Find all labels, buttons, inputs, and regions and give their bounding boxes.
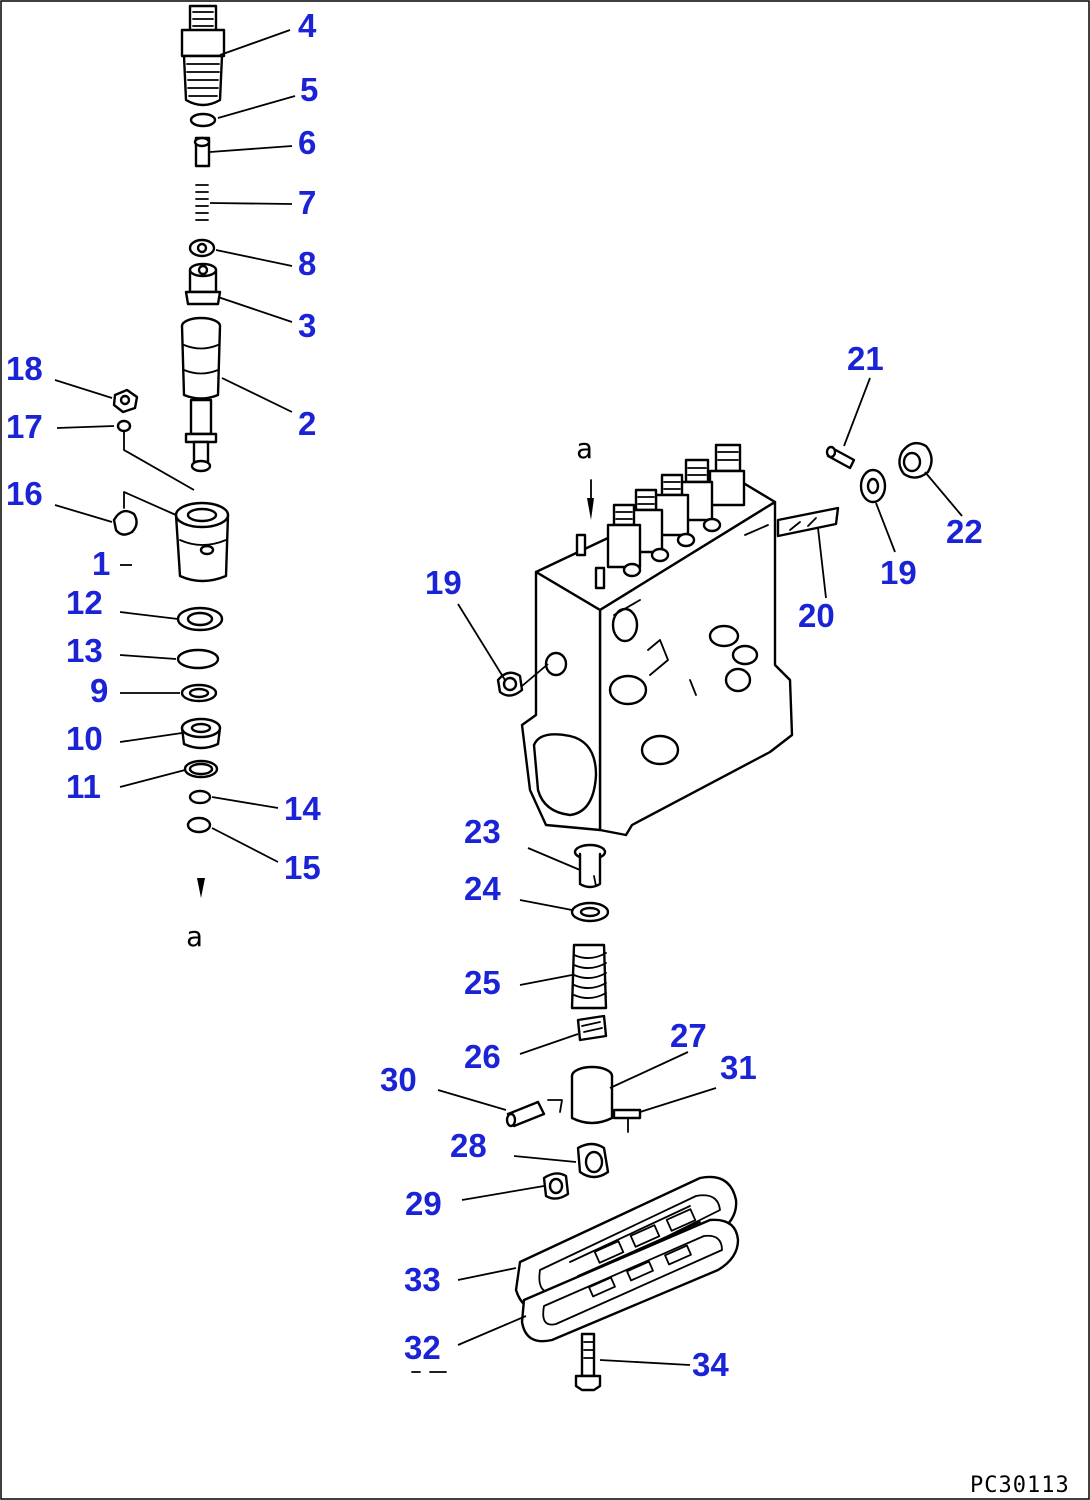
part-6-valve-stopper: [193, 136, 211, 168]
part-1-flange: [174, 501, 230, 583]
callout-5: 5: [300, 71, 318, 108]
callout-8: 8: [298, 245, 316, 282]
part-18-nut: [112, 388, 139, 414]
callout-10: 10: [66, 720, 103, 757]
callout-28: 28: [450, 1127, 487, 1164]
callout-3: 3: [298, 307, 316, 344]
callout-33: 33: [404, 1261, 441, 1298]
callout-23: 23: [464, 813, 501, 850]
part-23-spring-upper-seat: [573, 843, 607, 889]
part-4-delivery-valve-holder: [180, 4, 226, 107]
callout-19-right: 19: [880, 554, 917, 591]
part-29-bushing: [542, 1172, 570, 1200]
callout-14: 14: [284, 790, 321, 827]
callout-31: 31: [720, 1049, 757, 1086]
part-10-shim: [180, 717, 222, 750]
part-26-spring-lower-seat: [576, 1014, 608, 1042]
callout-22: 22: [946, 513, 983, 550]
callout-24: 24: [464, 870, 501, 907]
part-13-o-ring: [176, 648, 220, 670]
callout-18: 18: [6, 350, 43, 387]
callout-13: 13: [66, 632, 103, 669]
pump-housing: [520, 476, 794, 837]
delivery-valve-holders-top: [606, 443, 746, 578]
part-16-plate: [112, 491, 138, 536]
part-12-packing: [176, 606, 224, 632]
part-25-plunger-spring: [570, 943, 608, 1010]
part-20-rack: [776, 506, 840, 538]
callout-1: 1: [92, 545, 110, 582]
part-31-guide-pin: [612, 1108, 642, 1133]
part-17-washer: [116, 419, 132, 433]
part-14-o-ring: [188, 789, 212, 805]
callout-11: 11: [66, 768, 101, 805]
callout-19-left: 19: [425, 564, 462, 601]
part-27-tappet: [570, 1065, 614, 1125]
part-30-tappet-pin: [505, 1100, 546, 1128]
callout-25: 25: [464, 964, 501, 1001]
leader-lines: [54, 29, 963, 1366]
part-24-washer: [570, 901, 610, 923]
callout-16: 16: [6, 475, 43, 512]
callout-4: 4: [298, 7, 317, 44]
part-11-o-ring: [183, 759, 219, 779]
callout-29: 29: [405, 1185, 442, 1222]
part-7-spring: [195, 184, 209, 221]
part-30-guide-mark: [547, 1099, 563, 1113]
callout-30: 30: [380, 1061, 417, 1098]
part-3-valve-seat: [184, 262, 222, 306]
part-2-plunger-barrel: [180, 316, 222, 473]
drawing-code: PC30113: [970, 1473, 1070, 1498]
part-8-valve: [188, 238, 216, 258]
view-arrow-lower: [197, 878, 205, 898]
callout-7: 7: [298, 184, 316, 221]
callout-labels: 4 5 6 7 8 3 2 18 17 16 1 12 13 9 10 11 1…: [6, 7, 983, 1383]
part-9-washer: [180, 683, 218, 703]
callout-2: 2: [298, 405, 316, 442]
part-19-washer-left: [496, 671, 524, 697]
callout-15: 15: [284, 849, 321, 886]
part-32-gasket: [520, 1218, 740, 1343]
callout-9: 9: [90, 672, 108, 709]
callout-26: 26: [464, 1038, 501, 1075]
callout-32: 32: [404, 1329, 441, 1366]
callout-21: 21: [847, 340, 884, 377]
part-15-o-ring: [186, 816, 212, 834]
callout-12: 12: [66, 584, 103, 621]
part-19-washer-right: [859, 468, 887, 504]
callout-27: 27: [670, 1017, 707, 1054]
view-arrow-upper: [587, 498, 594, 520]
view-marker-lower: a: [186, 920, 203, 953]
callout-20: 20: [798, 597, 835, 634]
part-5-gasket: [189, 112, 217, 128]
part-22-plug: [898, 441, 933, 479]
callout-17: 17: [6, 408, 43, 445]
part-34-bolt: [574, 1332, 602, 1392]
view-marker-upper: a: [576, 432, 593, 465]
part-21-pin: [825, 445, 856, 470]
part-28-roller: [576, 1142, 610, 1179]
callout-34: 34: [692, 1346, 729, 1383]
callout-6: 6: [298, 124, 316, 161]
